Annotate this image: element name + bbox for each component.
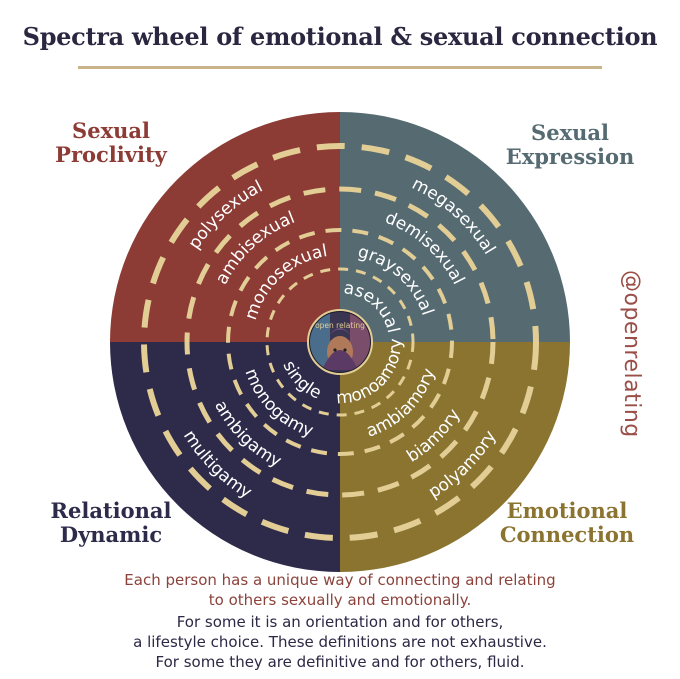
caption-line-1: Each person has a unique way of connecti…: [124, 571, 556, 589]
avatar-portrait: [310, 312, 370, 372]
center-badge: open relating: [307, 309, 373, 375]
ring-inner: [265, 267, 415, 417]
caption-line-4: a lifestyle choice. These definitions ar…: [133, 633, 547, 651]
caption-line-5: For some they are definitive and for oth…: [155, 653, 525, 671]
caption-line-2: to others sexually and emotionally.: [208, 591, 472, 609]
page-title: Spectra wheel of emotional & sexual conn…: [22, 22, 658, 51]
quadrant-sexual-expression: [340, 112, 570, 342]
ring-third: [184, 186, 496, 498]
quadrant-emotional-connection: [340, 342, 570, 572]
center-badge-label: open relating: [315, 321, 365, 330]
ring-outer: [141, 143, 539, 541]
ring-second: [226, 228, 454, 456]
caption-line-3: For some it is an orientation and for ot…: [176, 613, 504, 631]
quadrant-relational-dynamic: [110, 342, 340, 572]
quadrant-sexual-proclivity: [110, 112, 340, 342]
title-divider: [78, 66, 602, 69]
